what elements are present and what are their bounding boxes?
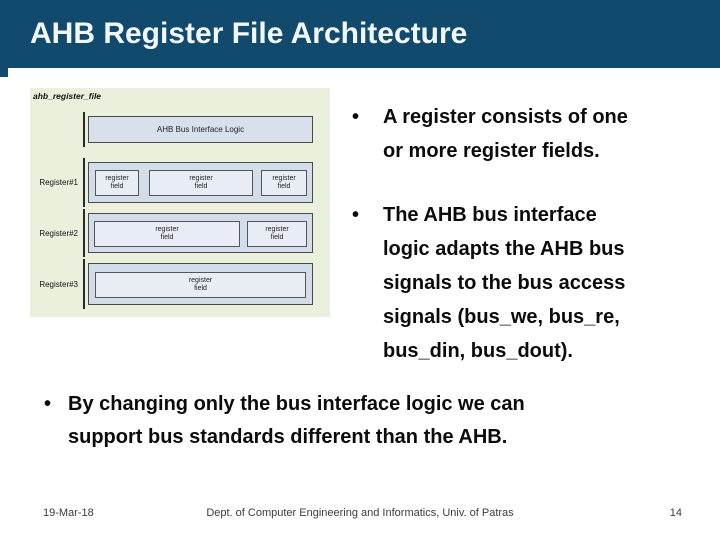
bullet-list-right: • A register consists of one or more reg… — [352, 100, 702, 368]
slide-title: AHB Register File Architecture — [30, 17, 468, 50]
register-file-diagram: ahb_register_file AHB Bus Interface Logi… — [30, 88, 330, 317]
register-field-box: register field — [247, 221, 307, 247]
bullet-text: By changing only the bus interface logic… — [68, 393, 525, 448]
register-3-container: register field — [88, 263, 313, 305]
register-2-label: Register#2 — [39, 229, 78, 238]
register-1-label: Register#1 — [39, 178, 78, 187]
register-field-box: register field — [94, 221, 240, 247]
register-field-label: register field — [265, 225, 289, 242]
interface-box-bracket — [83, 112, 85, 147]
footer-date: 19-Mar-18 — [43, 507, 94, 519]
footer-organization: Dept. of Computer Engineering and Inform… — [206, 507, 514, 519]
register-1-container: register field register field register f… — [88, 162, 313, 203]
register-3-label: Register#3 — [39, 280, 78, 289]
register-1-bracket — [83, 158, 85, 207]
bullet-dot: • — [352, 204, 360, 226]
diagram-label: ahb_register_file — [33, 91, 102, 101]
register-field-label: register field — [188, 276, 213, 293]
bullet-item: • The AHB bus interface logic adapts the… — [352, 198, 702, 368]
footer-page-number: 14 — [669, 507, 682, 519]
register-field-label: register field — [272, 174, 296, 191]
bullet-dot: • — [352, 106, 360, 128]
register-3-bracket — [83, 259, 85, 309]
register-field-box: register field — [95, 272, 306, 298]
register-field-label: register field — [189, 174, 213, 191]
register-field-label: register field — [105, 174, 129, 191]
bullet-item: • By changing only the bus interface log… — [44, 388, 684, 454]
ahb-bus-interface-logic-label: AHB Bus Interface Logic — [156, 125, 245, 134]
register-2-container: register field register field — [88, 213, 313, 253]
bullet-list-bottom: • By changing only the bus interface log… — [44, 388, 684, 454]
register-field-box: register field — [95, 170, 139, 196]
register-field-label: register field — [155, 225, 179, 242]
title-banner: AHB Register File Architecture — [0, 0, 720, 68]
bullet-text: The AHB bus interface logic adapts the A… — [383, 204, 626, 362]
register-2-bracket — [83, 209, 85, 257]
register-field-box: register field — [261, 170, 307, 196]
bullet-text: A register consists of one or more regis… — [383, 106, 628, 162]
register-field-box: register field — [149, 170, 253, 196]
bullet-dot: • — [44, 393, 52, 415]
bullet-item: • A register consists of one or more reg… — [352, 100, 702, 168]
banner-left-tab — [0, 68, 8, 77]
ahb-bus-interface-logic-box: AHB Bus Interface Logic — [88, 116, 313, 143]
